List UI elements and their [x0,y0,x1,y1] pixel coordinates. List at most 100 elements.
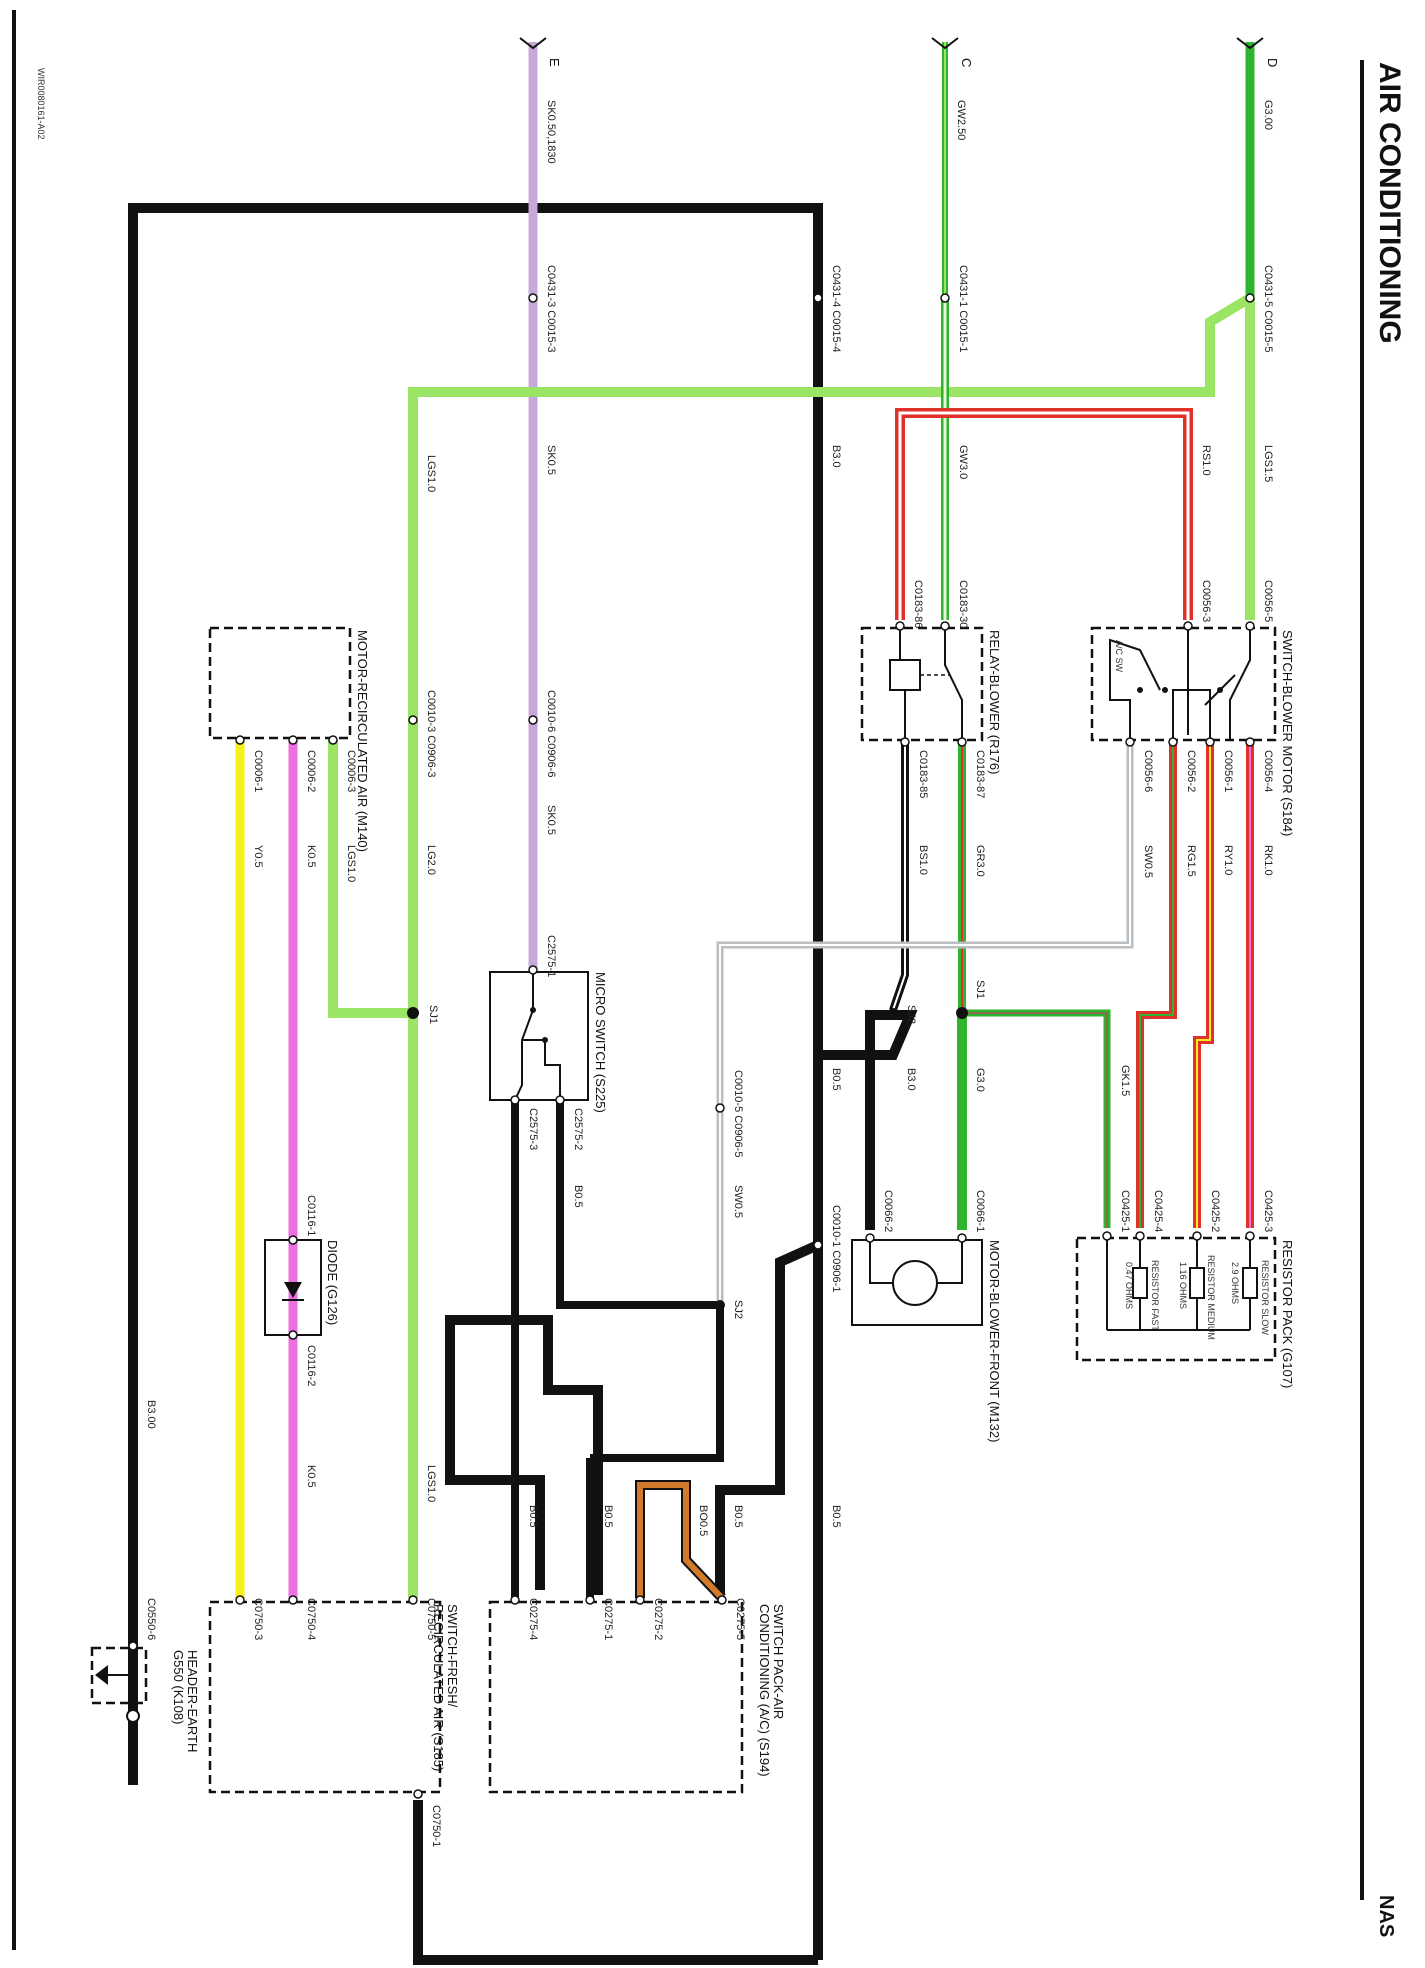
wire-black-main-loop [128,203,823,1965]
svg-text:LGS1.5: LGS1.5 [1262,445,1274,482]
wire-black-switchpack [715,1240,821,1595]
svg-text:C0431-4 C0015-4: C0431-4 C0015-4 [830,265,842,352]
switch-fresh-recirc [208,1600,442,1794]
svg-text:LGS1.0: LGS1.0 [425,455,437,492]
svg-text:C0431-3 C0015-3: C0431-3 C0015-3 [545,265,557,352]
svg-text:C0425-3: C0425-3 [1262,1190,1274,1232]
svg-text:SK0.5: SK0.5 [545,445,557,475]
svg-text:K0.5: K0.5 [305,845,317,868]
svg-text:Y0.5: Y0.5 [252,845,264,868]
svg-text:C0550-6: C0550-6 [145,1598,157,1640]
svg-text:C0431-1 C0015-1: C0431-1 C0015-1 [957,265,969,352]
svg-text:SJ1: SJ1 [427,1005,439,1024]
header-earth-label-1: HEADER-EARTH [185,1650,200,1752]
svg-text:C0425-4: C0425-4 [1152,1190,1164,1232]
svg-text:C0183-87: C0183-87 [974,750,986,798]
wire-lightgreen-lgs-motor [328,740,413,1018]
svg-text:C0056-2: C0056-2 [1185,750,1197,792]
splice-sj1-left [407,1007,419,1019]
svg-text:C0183-85: C0183-85 [917,750,929,798]
svg-text:C0425-1: C0425-1 [1119,1190,1131,1232]
svg-text:C0066-1: C0066-1 [974,1190,986,1232]
svg-text:B0.5: B0.5 [830,1068,842,1091]
wire-ry [1193,740,1214,1228]
motor-recirc [208,626,352,740]
svg-text:LGS1.0: LGS1.0 [345,845,357,882]
svg-text:BO0.5: BO0.5 [697,1505,709,1536]
splice-sj1-right [956,1007,968,1019]
svg-text:RESISTOR FAST: RESISTOR FAST [1150,1260,1160,1331]
svg-text:G3.0: G3.0 [974,1068,986,1092]
svg-text:C2575-1: C2575-1 [545,935,557,977]
svg-text:SW0.5: SW0.5 [732,1185,744,1218]
micro-switch-label: MICRO SWITCH (S225) [593,972,608,1113]
resistor-pack: RESISTOR SLOW 2.9 OHMS RESISTOR MEDIUM 1… [1075,1236,1277,1362]
svg-text:B3.0: B3.0 [830,445,842,468]
svg-text:C0010-3 C0906-3: C0010-3 C0906-3 [425,690,437,777]
wire-bs [889,740,909,1012]
relay-blower-label: RELAY-BLOWER (R176) [987,630,1002,775]
svg-text:GW3.0: GW3.0 [957,445,969,479]
switch-pack-ac [488,1600,744,1794]
svg-text:C: C [959,58,974,67]
motor-blower-front [851,1239,983,1326]
motor-recirc-label: MOTOR-RECIRCULATED AIR (M140) [355,630,370,852]
svg-text:GW2.50: GW2.50 [955,100,967,140]
svg-text:C0750-1: C0750-1 [430,1805,442,1847]
wire-black-microswitch-2 [556,1100,722,1309]
svg-text:GK1.5: GK1.5 [1119,1065,1131,1096]
resistor-medium [1189,1267,1205,1299]
terminal-c: C [931,37,974,67]
svg-text:LGS1.0: LGS1.0 [425,1465,437,1502]
wire-black-motor [818,1010,918,1230]
svg-text:C2575-2: C2575-2 [572,1108,584,1150]
svg-text:C0006-1: C0006-1 [252,750,264,792]
svg-text:C0116-1: C0116-1 [305,1195,317,1236]
svg-text:A/C SW: A/C SW [1114,640,1124,673]
splice-sj2-top [888,1008,898,1018]
svg-text:C0275-2: C0275-2 [652,1598,664,1640]
svg-text:G3.00: G3.00 [1262,100,1274,130]
svg-text:RK1.0: RK1.0 [1262,845,1274,876]
svg-text:BS1.0: BS1.0 [917,845,929,875]
svg-text:RESISTOR SLOW: RESISTOR SLOW [1260,1260,1270,1335]
svg-text:C0750-4: C0750-4 [305,1598,317,1640]
page-title: AIR CONDITIONING [1373,62,1406,344]
svg-text:C0750-3: C0750-3 [252,1598,264,1640]
svg-text:C0056-1: C0056-1 [1222,750,1234,792]
diode-label: DIODE (G126) [325,1240,340,1325]
svg-text:C0006-2: C0006-2 [305,750,317,792]
svg-text:B3.00: B3.00 [145,1400,157,1429]
connector-markers [408,293,1255,1250]
svg-text:RG1.5: RG1.5 [1185,845,1197,877]
svg-text:C0275-1: C0275-1 [602,1598,614,1640]
svg-text:C0431-5 C0015-5: C0431-5 C0015-5 [1262,265,1274,352]
svg-text:C0056-4: C0056-4 [1262,750,1274,792]
drawing-reference: WIR0080161-A02 [36,68,46,140]
svg-text:SJ1: SJ1 [974,980,986,999]
svg-text:RY1.0: RY1.0 [1222,845,1234,875]
relay-blower [860,626,984,742]
wire-lightgreen-lgs-main [408,293,1253,1598]
resistor-pack-label: RESISTOR PACK (G107) [1280,1240,1295,1388]
svg-text:C0066-2: C0066-2 [882,1190,894,1232]
terminal-dots [128,621,1255,1799]
wire-grey-sw [716,740,1134,1305]
switch-blower-label: SWITCH-BLOWER MOTOR (S184) [1280,630,1295,836]
svg-text:C0010-5 C0906-5: C0010-5 C0906-5 [732,1070,744,1157]
svg-text:B0.5: B0.5 [527,1505,539,1528]
svg-text:C0425-2: C0425-2 [1209,1190,1221,1232]
svg-text:LG2.0: LG2.0 [425,845,437,875]
switch-pack-label-1: SWITCH PACK-AIR [771,1604,786,1719]
svg-text:C0183-86: C0183-86 [912,580,924,628]
svg-text:SK0.5: SK0.5 [545,805,557,835]
svg-text:SK0.50,1830: SK0.50,1830 [545,100,557,164]
resistor-fast [1132,1267,1148,1299]
switch-blower-motor: A/C SW [1090,626,1277,742]
svg-text:RESISTOR MEDIUM: RESISTOR MEDIUM [1206,1255,1216,1340]
splice-sj2-low [715,1300,725,1310]
svg-text:E: E [547,58,562,67]
svg-text:C0183-30: C0183-30 [957,580,969,628]
svg-text:RS1.0: RS1.0 [1200,445,1212,476]
